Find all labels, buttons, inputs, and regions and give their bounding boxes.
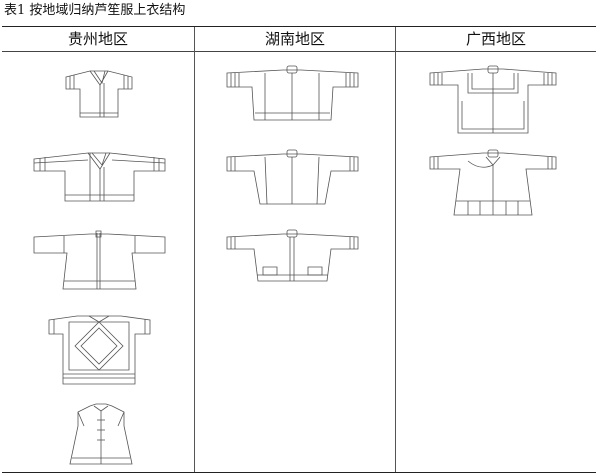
garment-sketch-guangxi-1 <box>428 65 558 135</box>
garment-sketch-guizhou-4 <box>47 312 152 387</box>
column-guangxi: 广西地区 <box>396 27 596 472</box>
garment-structure-table: 贵州地区 <box>2 26 596 473</box>
column-hunan: 湖南地区 <box>195 27 396 472</box>
garment-sketch-guizhou-3 <box>32 229 167 294</box>
column-guizhou: 贵州地区 <box>2 27 195 472</box>
garment-sketch-hunan-1 <box>225 65 360 125</box>
garment-sketch-hunan-3 <box>225 229 360 284</box>
column-header-hunan: 湖南地区 <box>195 27 395 52</box>
table-caption: 表1 按地域归纳芦笙服上衣结构 <box>4 3 186 18</box>
garment-sketch-guizhou-2 <box>32 145 167 205</box>
garment-sketch-guizhou-1 <box>64 65 134 120</box>
column-header-guizhou: 贵州地区 <box>2 27 194 52</box>
column-header-guangxi: 广西地区 <box>396 27 596 52</box>
garment-sketch-guangxi-2 <box>428 149 558 217</box>
garment-sketch-guizhou-5 <box>64 402 139 470</box>
garment-sketch-hunan-2 <box>225 149 360 209</box>
